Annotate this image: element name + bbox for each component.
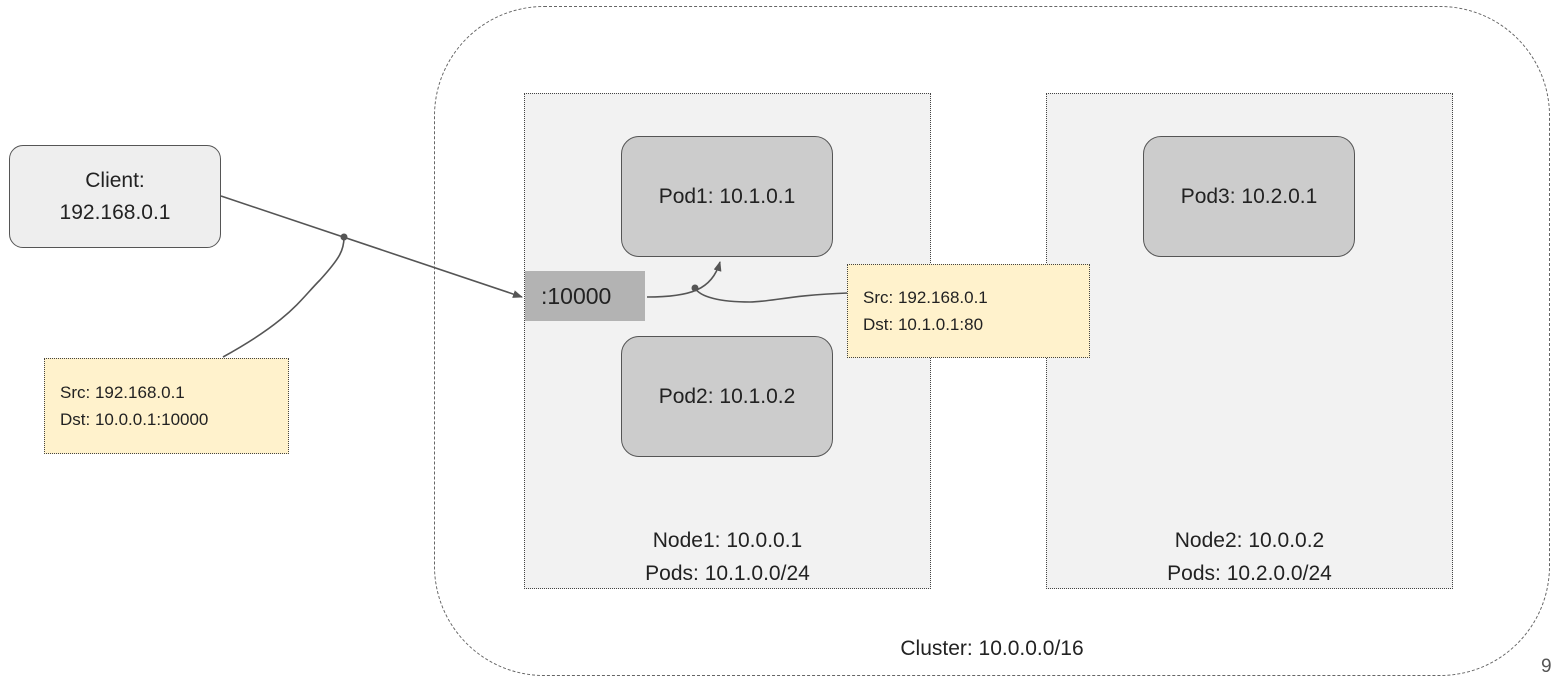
node2-pods-cidr: Pods: 10.2.0.0/24 — [1167, 562, 1332, 585]
node2-name: Node2: 10.0.0.2 — [1174, 529, 1325, 552]
packet-out-src: Src: 192.168.0.1 — [863, 288, 988, 307]
node1-name: Node1: 10.0.0.1 — [652, 529, 803, 552]
packet-in-src: Src: 192.168.0.1 — [60, 383, 185, 402]
cluster-label: Cluster: 10.0.0.0/16 — [900, 637, 1084, 660]
page-number: 9 — [1541, 656, 1552, 677]
pod3: Pod3: 10.2.0.1 — [1143, 136, 1355, 257]
pod1: Pod1: 10.1.0.1 — [621, 136, 833, 257]
client-to-port-arrow — [220, 195, 523, 298]
packet-in-dst: Dst: 10.0.0.1:10000 — [60, 410, 209, 429]
node1-pods-cidr: Pods: 10.1.0.0/24 — [645, 562, 810, 585]
packet-in-callout-line — [222, 236, 345, 358]
cluster-boundary — [434, 6, 1550, 676]
packet-out-note: Src: 192.168.0.1 Dst: 10.1.0.1:80 — [847, 264, 1090, 358]
client-ip: 192.168.0.1 — [59, 200, 171, 224]
packet-out-callout-line — [694, 287, 849, 303]
node2-label: Node2: 10.0.0.2 Pods: 10.2.0.0/24 — [1046, 524, 1453, 590]
node-port: :10000 — [525, 271, 645, 321]
client-label: Client: — [85, 168, 145, 192]
pod2: Pod2: 10.1.0.2 — [621, 336, 833, 457]
client-box: Client: 192.168.0.1 — [9, 145, 221, 248]
packet-in-callout-dot — [340, 233, 348, 241]
packet-out-dst: Dst: 10.1.0.1:80 — [863, 315, 984, 334]
packet-out-callout-dot — [691, 284, 699, 292]
packet-in-note: Src: 192.168.0.1 Dst: 10.0.0.1:10000 — [44, 358, 289, 454]
port-to-pod1-arrow — [646, 261, 722, 298]
node1-label: Node1: 10.0.0.1 Pods: 10.1.0.0/24 — [524, 524, 931, 590]
